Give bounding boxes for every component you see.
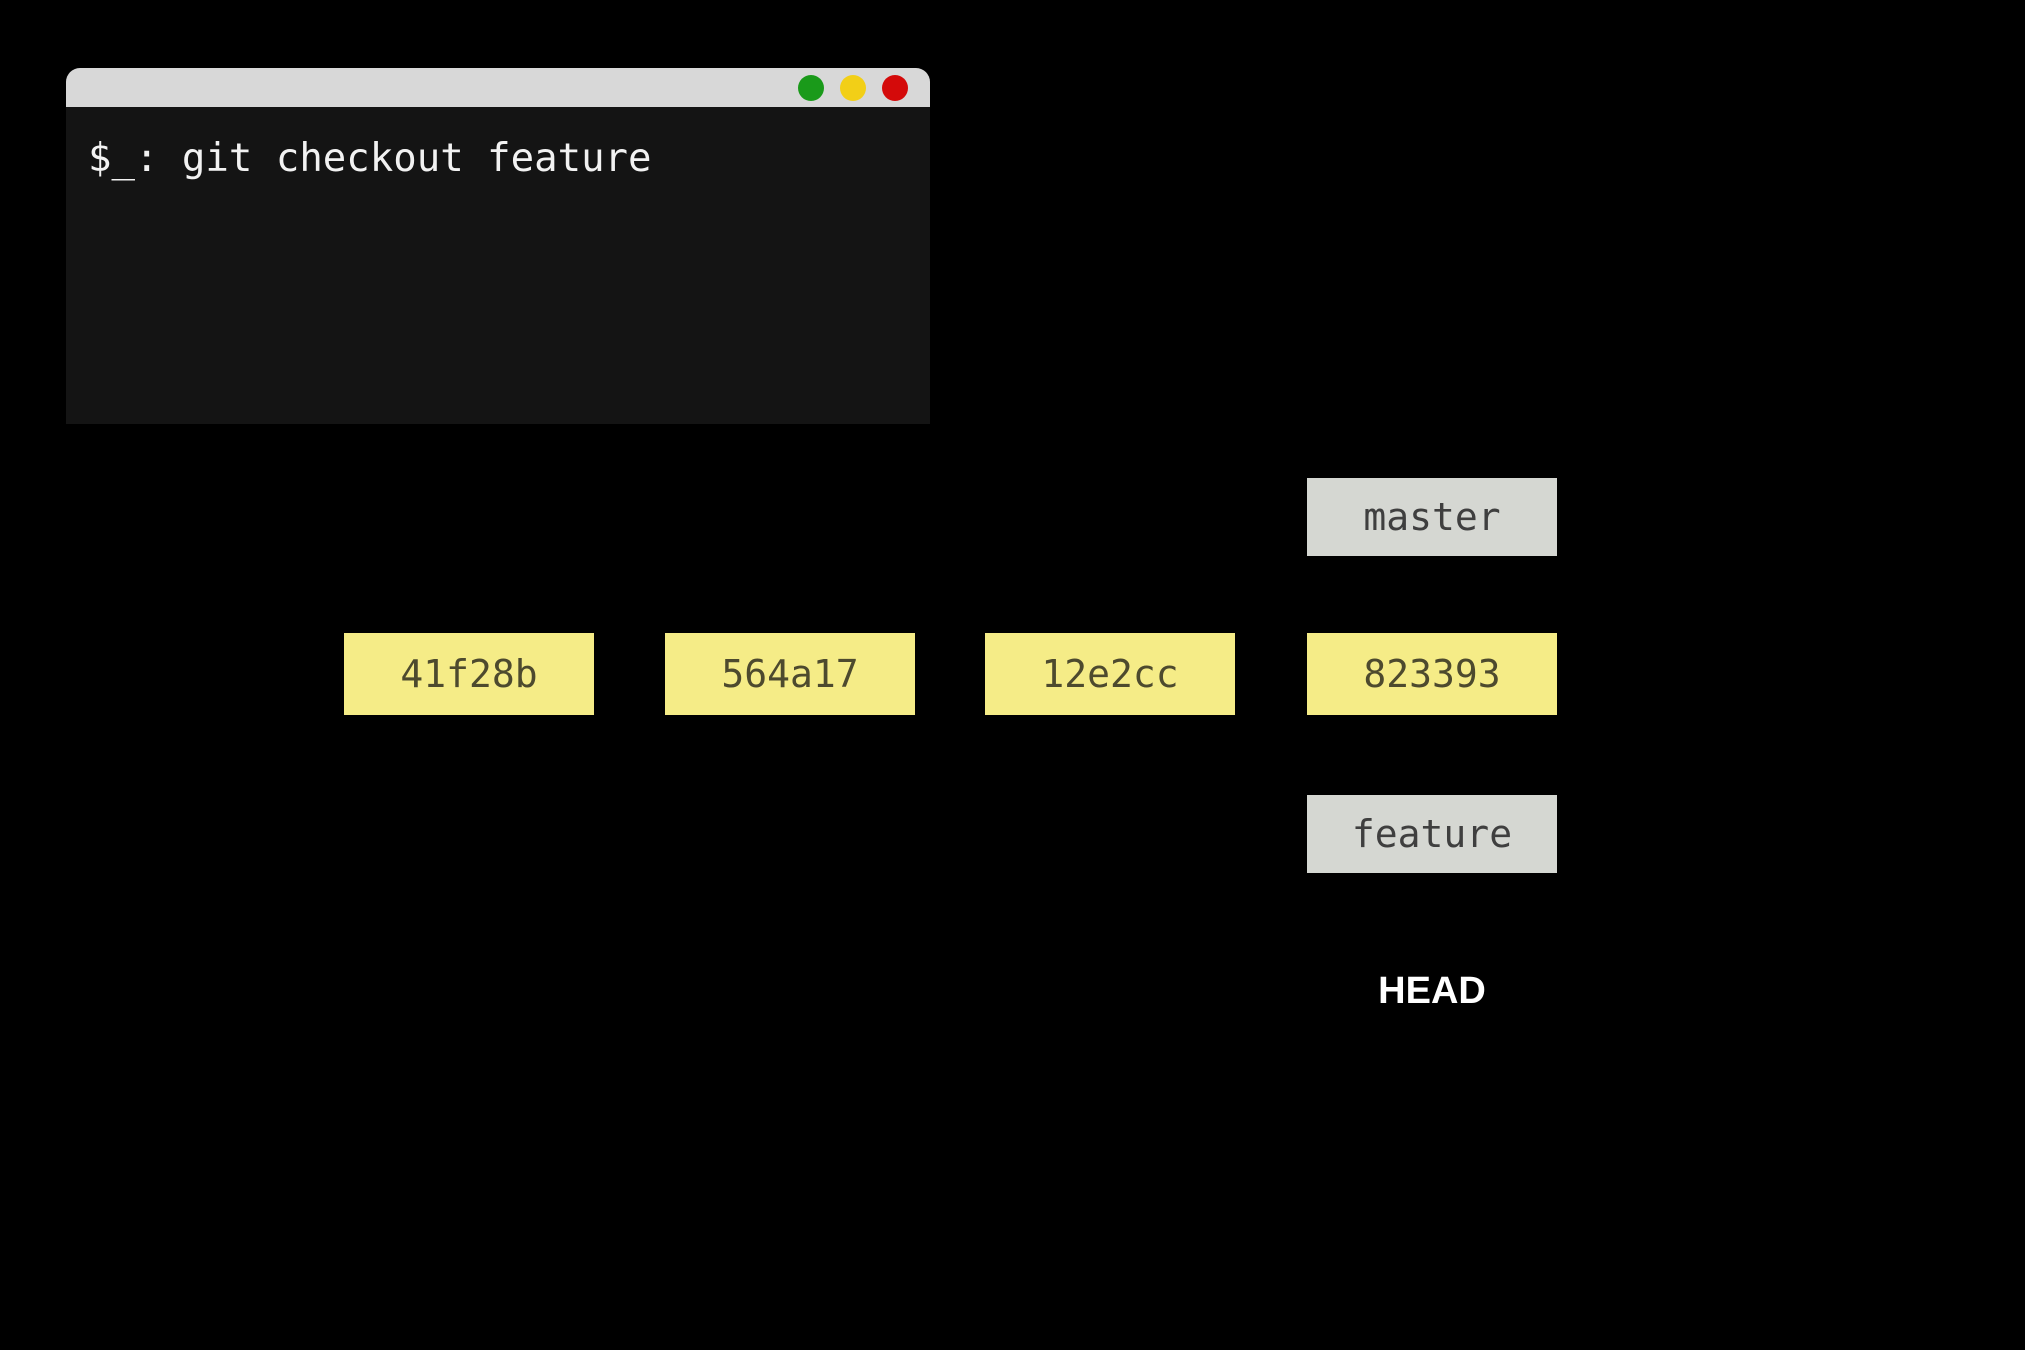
terminal-prompt-line: $_: git checkout feature — [88, 136, 652, 181]
branch-label-master[interactable]: master — [1307, 478, 1557, 556]
commit-hash-label: 823393 — [1363, 652, 1501, 696]
minimize-button[interactable] — [840, 74, 866, 101]
commit-node-41f28b[interactable]: 41f28b — [344, 633, 594, 715]
terminal-title-bar[interactable] — [66, 68, 930, 107]
terminal-window: $_: git checkout feature — [66, 68, 930, 424]
maximize-button[interactable] — [798, 74, 824, 101]
commit-hash-label: 564a17 — [721, 652, 859, 696]
commit-node-12e2cc[interactable]: 12e2cc — [985, 633, 1235, 715]
commit-node-823393[interactable]: 823393 — [1307, 633, 1557, 715]
commit-hash-label: 41f28b — [400, 652, 538, 696]
commit-node-564a17[interactable]: 564a17 — [665, 633, 915, 715]
commit-hash-label: 12e2cc — [1041, 652, 1179, 696]
window-controls — [798, 68, 908, 107]
head-pointer-label: HEAD — [1378, 970, 1486, 1012]
branch-label-master-text: master — [1363, 495, 1501, 539]
branch-label-feature[interactable]: feature — [1307, 795, 1557, 873]
terminal-body[interactable]: $_: git checkout feature — [66, 107, 930, 424]
branch-label-feature-text: feature — [1351, 812, 1513, 856]
close-button[interactable] — [882, 74, 908, 101]
